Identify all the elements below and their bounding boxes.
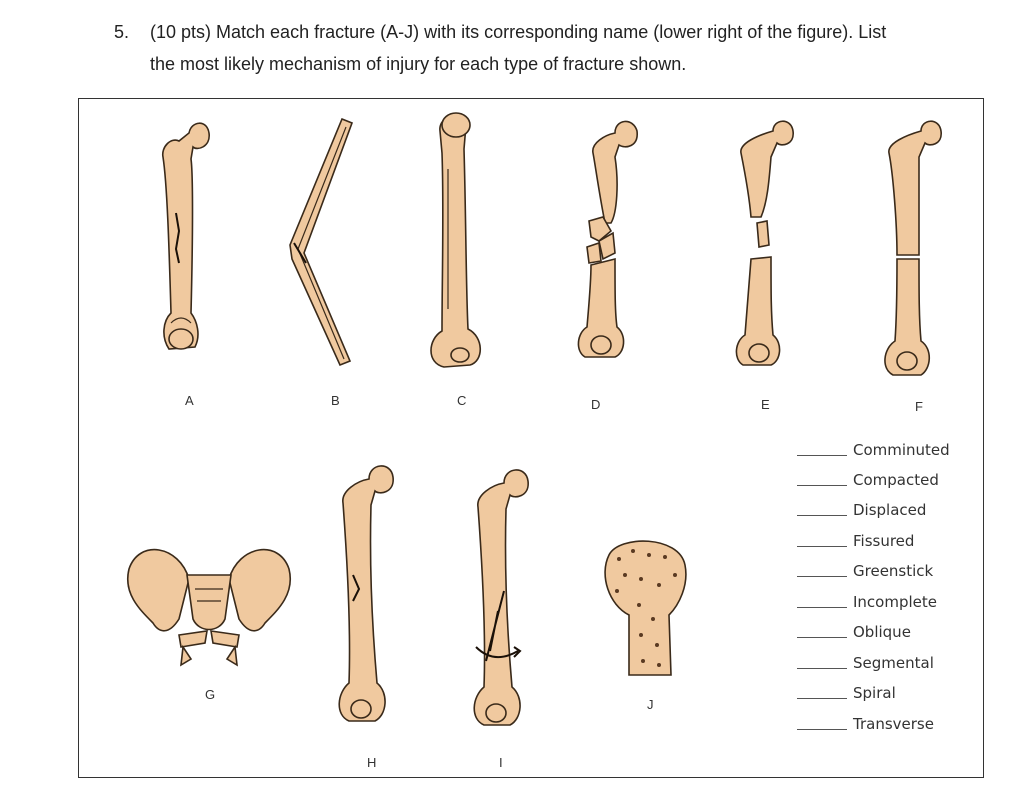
answer-row-fissured: Fissured — [797, 532, 977, 552]
answer-blank[interactable] — [797, 546, 847, 547]
label-i: I — [499, 755, 503, 770]
bone-e-illustration — [735, 120, 794, 366]
answer-blank[interactable] — [797, 668, 847, 669]
label-c: C — [457, 393, 467, 408]
bone-g-illustration — [126, 548, 292, 667]
answer-blank[interactable] — [797, 455, 847, 456]
bone-b-illustration — [289, 117, 354, 367]
term-incomplete: Incomplete — [853, 593, 937, 611]
label-e: E — [761, 397, 770, 412]
answer-row-greenstick: Greenstick — [797, 562, 977, 582]
answer-blank[interactable] — [797, 576, 847, 577]
answer-row-displaced: Displaced — [797, 501, 977, 521]
label-b: B — [331, 393, 340, 408]
label-a: A — [185, 393, 194, 408]
label-j: J — [647, 697, 654, 712]
answer-row-incomplete: Incomplete — [797, 593, 977, 613]
term-fissured: Fissured — [853, 532, 915, 550]
term-oblique: Oblique — [853, 623, 911, 641]
label-f: F — [915, 399, 923, 414]
term-comminuted: Comminuted — [853, 441, 950, 459]
label-d: D — [591, 397, 601, 412]
answer-blank[interactable] — [797, 485, 847, 486]
answer-blank[interactable] — [797, 698, 847, 699]
answer-row-segmental: Segmental — [797, 654, 977, 674]
answer-row-comminuted: Comminuted — [797, 441, 977, 461]
question-number: 5. — [114, 22, 130, 42]
term-spiral: Spiral — [853, 684, 896, 702]
answer-row-spiral: Spiral — [797, 684, 977, 704]
bone-j-illustration — [604, 540, 687, 676]
fracture-figure: A B C D E F G H I J Comminuted Compacted… — [78, 98, 984, 778]
bone-d-illustration — [577, 120, 638, 358]
label-h: H — [367, 755, 377, 770]
answer-row-transverse: Transverse — [797, 715, 977, 735]
term-transverse: Transverse — [853, 715, 934, 733]
term-segmental: Segmental — [853, 654, 934, 672]
bone-c-illustration — [430, 112, 482, 368]
answer-blank[interactable] — [797, 607, 847, 608]
term-greenstick: Greenstick — [853, 562, 934, 580]
answer-blank[interactable] — [797, 729, 847, 730]
label-g: G — [205, 687, 216, 702]
answer-blank[interactable] — [797, 637, 847, 638]
answer-row-oblique: Oblique — [797, 623, 977, 643]
term-compacted: Compacted — [853, 471, 939, 489]
bone-h-illustration — [338, 465, 394, 722]
answer-row-compacted: Compacted — [797, 471, 977, 491]
bone-a-illustration — [161, 122, 210, 350]
term-displaced: Displaced — [853, 501, 927, 519]
question-text-line-2: the most likely mechanism of injury for … — [150, 54, 687, 74]
question-text-line-1: (10 pts) Match each fracture (A-J) with … — [150, 22, 887, 42]
answer-blank[interactable] — [797, 515, 847, 516]
bone-f-illustration — [884, 120, 942, 376]
bone-i-illustration — [473, 469, 529, 726]
